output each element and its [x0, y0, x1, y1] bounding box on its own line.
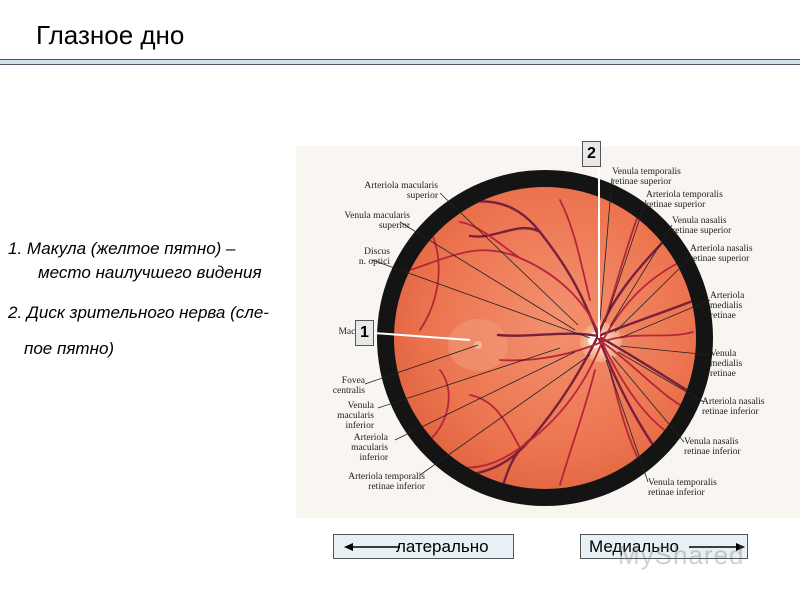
legend-item-1-line2: место наилучшего видения: [38, 263, 262, 282]
label-fovea-centralis: Fovea: [342, 376, 366, 386]
label-arteriola-temporalis-retinae-inferior: Arteriola temporalis: [348, 472, 425, 482]
label-arteriola-nasalis-retinae-inferior: Arteriola nasalis: [702, 397, 765, 407]
label-arteriola-temporalis-retinae-superior: Arteriola temporalis: [646, 190, 723, 200]
page-title: Глазное дно: [36, 20, 185, 50]
legend-item-2-line2: пое пятно): [24, 339, 115, 358]
marker-1-pointer: [373, 332, 471, 341]
label-arteriola-nasalis-retinae-superior: Arteriola nasalis: [690, 244, 753, 254]
arrow-left-icon: [344, 543, 400, 551]
marker-1: 1: [355, 320, 374, 346]
marker-2: 2: [582, 141, 601, 167]
label-venula-macularis-superior: Venula macularis: [344, 211, 410, 221]
lateral-label: латерально: [396, 537, 489, 556]
label-arteriola-macularis-superior: Arteriola macularis: [364, 181, 438, 191]
watermark: MyShared: [618, 540, 745, 570]
label-discus-n-optici: Discus: [364, 247, 390, 257]
label-arteriola-medialis-retinae: Arteriola: [710, 291, 745, 301]
label-venula-medialis-retinae: Venula: [710, 349, 737, 359]
label-macula: Maci: [338, 327, 358, 337]
label-venula-nasalis-retinae-superior: Venula nasalis: [672, 216, 727, 226]
label-leader-lines: [364, 177, 711, 483]
legend-item-1-line1: 1. Макула (желтое пятно) –: [8, 239, 236, 258]
lateral-direction-box: латерально: [333, 534, 514, 559]
arrow-right-icon: [689, 543, 745, 551]
label-arteriola-macularis-inferior: Arteriola: [354, 433, 389, 443]
label-venula-macularis-inferior: Venula: [348, 401, 375, 411]
title-divider: [0, 59, 800, 65]
medial-label: Медиально: [589, 537, 679, 556]
label-venula-temporalis-retinae-inferior: Venula temporalis: [648, 478, 717, 488]
medial-direction-box: Медиально: [580, 534, 748, 559]
fundus-retina: [394, 187, 696, 489]
label-venula-temporalis-retinae-superior: Venula temporalis: [612, 167, 681, 177]
legend-item-2-line1: 2. Диск зрительного нерва (сле-: [8, 303, 269, 322]
label-venula-nasalis-retinae-inferior: Venula nasalis: [684, 437, 739, 447]
